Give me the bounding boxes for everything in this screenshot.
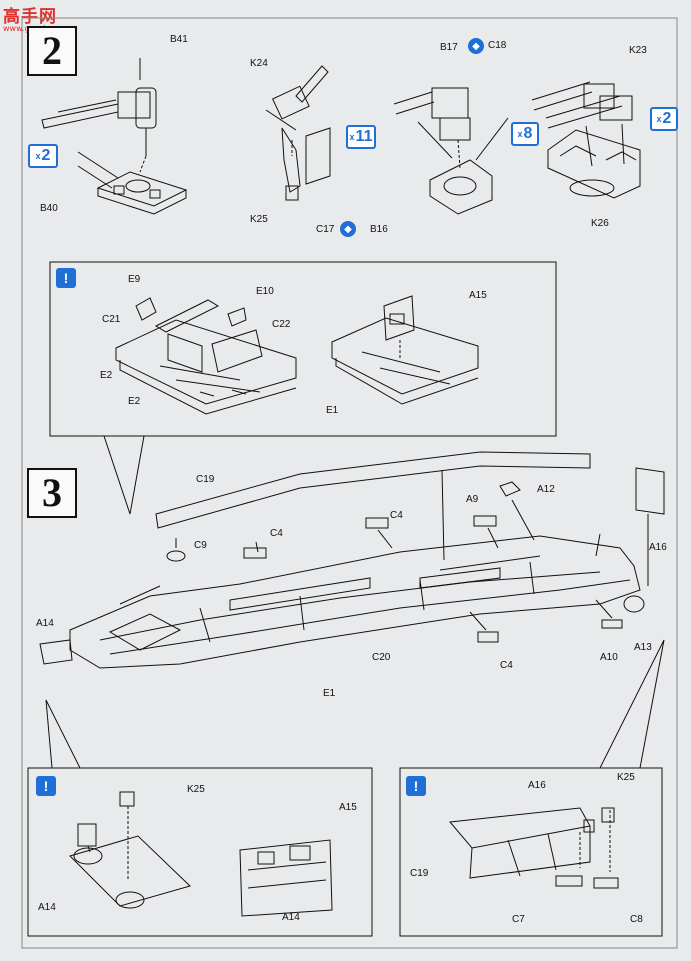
orientation-icon: ◆ bbox=[468, 38, 484, 54]
part-label-k24: K24 bbox=[250, 58, 268, 69]
step-2-number: 2 bbox=[27, 26, 77, 76]
part-label-a16: A16 bbox=[649, 542, 667, 553]
detail-top-left-drawing bbox=[115, 297, 297, 415]
part-label-e2: E2 bbox=[100, 370, 113, 381]
multiplier-badge: x 2 bbox=[28, 144, 58, 168]
part-label-k25: K25 bbox=[617, 772, 635, 783]
gun-b17-drawing bbox=[393, 87, 493, 215]
part-label-e1: E1 bbox=[323, 688, 336, 699]
multiplier-count: 2 bbox=[41, 147, 51, 164]
multiplier-x: x bbox=[35, 151, 41, 161]
multiplier-badge: x 2 bbox=[650, 107, 678, 131]
part-label-c4: C4 bbox=[390, 510, 403, 521]
multiplier-badge: x 11 bbox=[346, 125, 376, 149]
multiplier-count: 11 bbox=[355, 128, 373, 145]
multiplier-count: 2 bbox=[662, 110, 672, 127]
part-label-c17: C17 bbox=[316, 224, 335, 235]
part-label-c19: C19 bbox=[196, 474, 215, 485]
multiplier-badge: x 8 bbox=[511, 122, 539, 146]
detail-bottom-right-pointer bbox=[599, 639, 665, 769]
part-label-a9: A9 bbox=[466, 494, 479, 505]
part-label-c8: C8 bbox=[630, 914, 643, 925]
attention-note-icon: ! bbox=[36, 776, 56, 796]
detail-top-right-drawing bbox=[331, 295, 479, 405]
page-frame bbox=[21, 17, 678, 949]
part-label-c21: C21 bbox=[102, 314, 121, 325]
part-label-k25: K25 bbox=[250, 214, 268, 225]
part-label-c9: C9 bbox=[194, 540, 207, 551]
part-label-e9: E9 bbox=[128, 274, 141, 285]
part-label-a15: A15 bbox=[469, 290, 487, 301]
attention-note-icon: ! bbox=[406, 776, 426, 796]
part-label-a10: A10 bbox=[600, 652, 618, 663]
detail-top-frame bbox=[49, 261, 557, 437]
detail-bottom-left-frame bbox=[27, 767, 373, 937]
hull-drawing bbox=[39, 451, 665, 669]
part-label-a12: A12 bbox=[537, 484, 555, 495]
part-label-b40: B40 bbox=[40, 203, 58, 214]
part-label-c7: C7 bbox=[512, 914, 525, 925]
part-label-a14: A14 bbox=[36, 618, 54, 629]
part-label-c4: C4 bbox=[500, 660, 513, 671]
part-label-c19: C19 bbox=[410, 868, 429, 879]
detail-bottom-right-drawing bbox=[449, 807, 619, 889]
part-label-b16: B16 bbox=[370, 224, 388, 235]
watermark-title: 高手网 bbox=[3, 7, 57, 27]
detail-bottom-left-pointer bbox=[45, 699, 81, 769]
detail-bottom-right-frame bbox=[399, 767, 663, 937]
part-label-a14: A14 bbox=[282, 912, 300, 923]
part-label-a16: A16 bbox=[528, 780, 546, 791]
part-label-a15: A15 bbox=[339, 802, 357, 813]
part-label-k26: K26 bbox=[591, 218, 609, 229]
orientation-icon: ◆ bbox=[340, 221, 356, 237]
multiplier-x: x bbox=[517, 129, 523, 139]
part-label-k25: K25 bbox=[187, 784, 205, 795]
part-label-c20: C20 bbox=[372, 652, 391, 663]
part-label-k23: K23 bbox=[629, 45, 647, 56]
part-label-c18: C18 bbox=[488, 40, 507, 51]
part-label-a14: A14 bbox=[38, 902, 56, 913]
gun-k23-drawing bbox=[531, 81, 641, 199]
gun-k24-drawing bbox=[265, 65, 331, 201]
part-label-b41: B41 bbox=[170, 34, 188, 45]
part-label-c22: C22 bbox=[272, 319, 291, 330]
detail-top-pointer bbox=[103, 435, 145, 515]
part-label-b17: B17 bbox=[440, 42, 458, 53]
part-label-e10: E10 bbox=[256, 286, 274, 297]
multiplier-count: 8 bbox=[523, 125, 533, 142]
attention-note-icon: ! bbox=[56, 268, 76, 288]
multiplier-x: x bbox=[349, 132, 355, 142]
part-label-a13: A13 bbox=[634, 642, 652, 653]
multiplier-x: x bbox=[656, 114, 662, 124]
step-3-number: 3 bbox=[27, 468, 77, 518]
part-label-e1: E1 bbox=[326, 405, 339, 416]
part-label-e2: E2 bbox=[128, 396, 141, 407]
part-label-c4: C4 bbox=[270, 528, 283, 539]
gun-b41-drawing bbox=[41, 87, 188, 215]
detail-bottom-left-drawing bbox=[69, 791, 333, 917]
